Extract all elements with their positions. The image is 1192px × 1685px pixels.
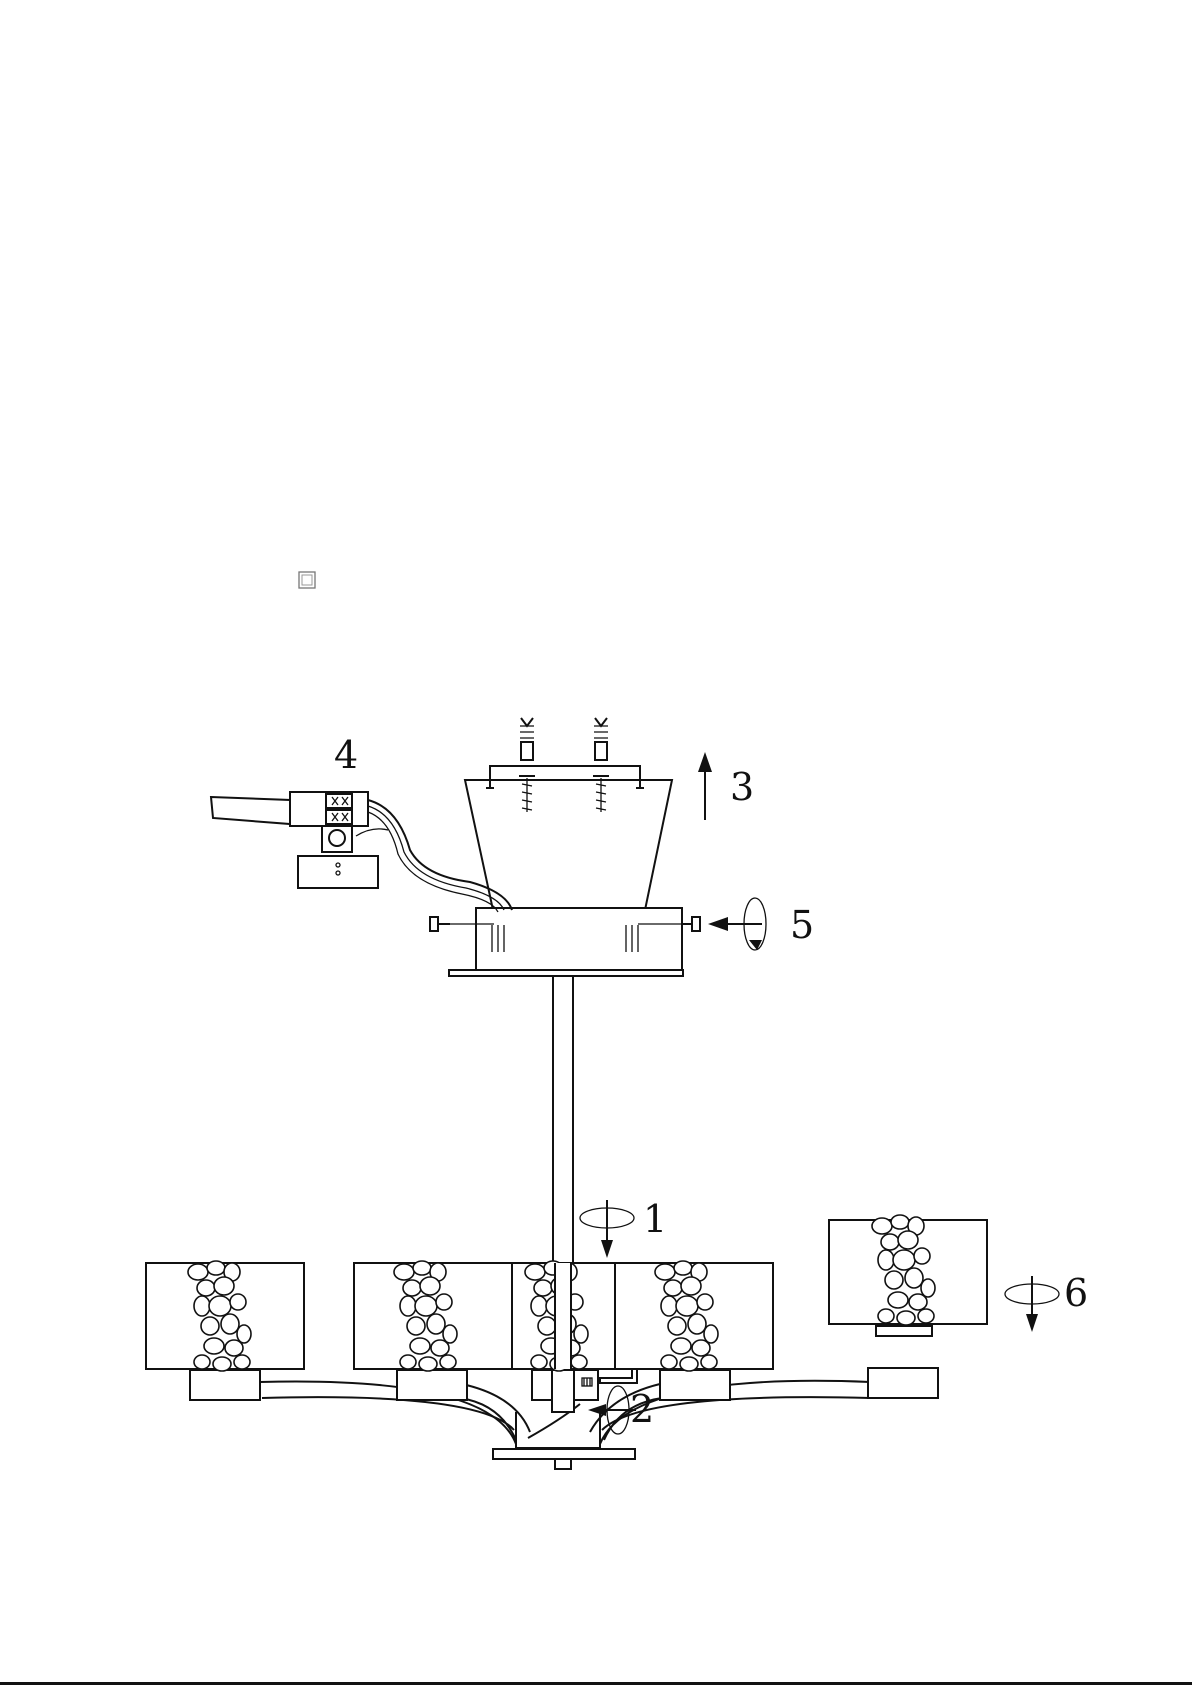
step-label-5: 5: [790, 903, 814, 947]
step-label-6: 6: [1064, 1271, 1088, 1315]
step-label-1: 1: [643, 1197, 667, 1241]
empty-checkbox-icon: [299, 572, 315, 588]
glass-shade-2: [354, 1261, 512, 1371]
step-label-3: 3: [730, 765, 754, 809]
lamp-holder-2: [397, 1370, 467, 1400]
lamp-holder-3: [660, 1370, 730, 1400]
rotate-arrow-icon: [580, 1200, 634, 1258]
screw-left: [519, 776, 535, 812]
up-arrow-icon: [698, 752, 712, 820]
left-arrow-icon: [708, 917, 762, 931]
step-label-2: 2: [630, 1387, 654, 1431]
center-hub: [493, 1370, 635, 1469]
terminal-block-with-wires: [211, 792, 512, 912]
step-label-4: 4: [334, 733, 358, 777]
glass-shade-1: [146, 1261, 304, 1371]
lamp-holder-1: [190, 1370, 260, 1400]
glass-shade-detached: [829, 1215, 987, 1336]
wall-plug-left: [520, 718, 534, 760]
ceiling-canopy: [449, 780, 683, 976]
rotate-arrow-icon: [1005, 1276, 1059, 1332]
wall-plug-right: [594, 718, 608, 760]
screw-right: [593, 776, 609, 812]
mounting-bracket: [486, 766, 644, 788]
lamp-holder-4: [868, 1368, 938, 1398]
glass-shade-3: [615, 1261, 773, 1371]
